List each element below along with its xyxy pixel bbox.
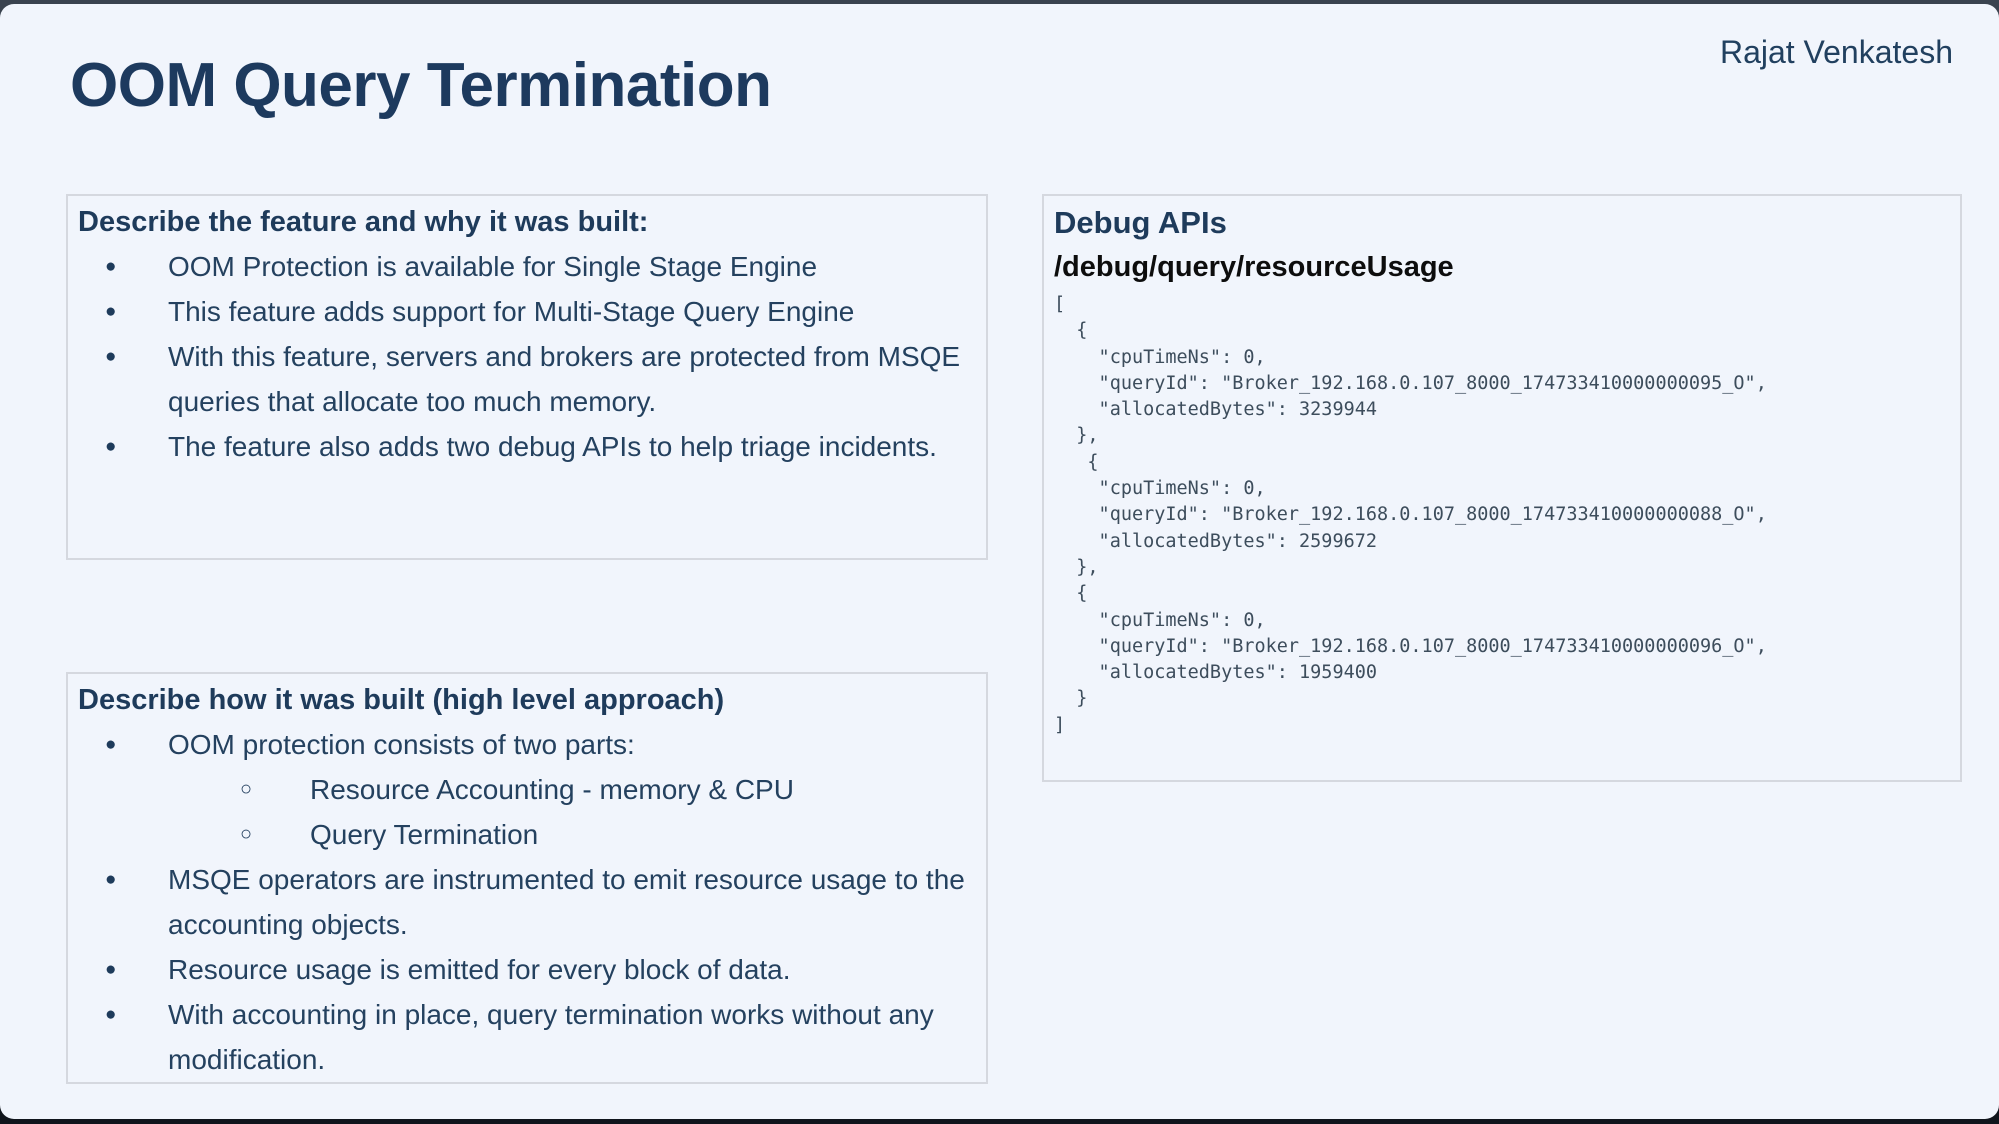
bullet-item: ● MSQE operators are instrumented to emit… [78,857,976,947]
debug-apis-heading: Debug APIs [1054,205,1227,240]
bullet-icon: ● [105,346,117,367]
bullet-item: ● With accounting in place, query termina… [78,992,976,1082]
resource-usage-json: [ { "cpuTimeNs": 0, "queryId": "Broker_1… [1054,294,1767,736]
sub-bullet-icon: ○ [240,823,253,845]
bullet-item: ● With this feature, servers and brokers … [78,334,976,424]
page-title: OOM Query Termination [70,51,772,120]
bullet-text: This feature adds support for Multi-Stag… [168,296,855,327]
sub-bullet-item: ○ Resource Accounting - memory & CPU [78,767,976,812]
bullet-text: With this feature, servers and brokers a… [168,341,961,417]
bullet-item: ● OOM protection consists of two parts: [78,722,976,767]
approach-box-heading: Describe how it was built (high level ap… [78,684,725,716]
bullet-text: MSQE operators are instrumented to emit … [168,864,965,940]
bullet-item: ● The feature also adds two debug APIs to… [78,424,976,469]
approach-bullet-list: ● OOM protection consists of two parts: ○ R… [78,722,976,1082]
feature-box: Describe the feature and why it was buil… [66,194,988,560]
bullet-icon: ● [105,301,117,322]
bullet-icon: ● [105,436,117,457]
sub-bullet-icon: ○ [240,778,253,800]
approach-box: Describe how it was built (high level ap… [66,672,988,1084]
debug-endpoint-path: /debug/query/resourceUsage [1054,251,1454,283]
bullet-text: Resource usage is emitted for every bloc… [168,954,791,985]
feature-bullet-list: ● OOM Protection is available for Single … [78,244,976,469]
sub-bullet-text: Query Termination [310,819,539,850]
slide: Rajat Venkatesh OOM Query Termination De… [0,4,1999,1119]
bullet-icon: ● [105,959,117,980]
bullet-text: OOM Protection is available for Single S… [168,251,818,282]
bullet-icon: ● [105,256,117,277]
bullet-icon: ● [105,1004,117,1025]
feature-box-heading: Describe the feature and why it was buil… [78,206,649,238]
sub-bullet-item: ○ Query Termination [78,812,976,857]
bullet-item: ● OOM Protection is available for Single … [78,244,976,289]
bullet-icon: ● [105,734,117,755]
bullet-text: With accounting in place, query terminat… [168,999,934,1075]
bullet-icon: ● [105,869,117,890]
bullet-text: The feature also adds two debug APIs to … [168,431,937,462]
bullet-item: ● Resource usage is emitted for every blo… [78,947,976,992]
debug-apis-box: Debug APIs /debug/query/resourceUsage [ … [1042,194,1962,782]
sub-bullet-text: Resource Accounting - memory & CPU [310,774,794,805]
bullet-text: OOM protection consists of two parts: [168,729,635,760]
bullet-item: ● This feature adds support for Multi-Sta… [78,289,976,334]
author-name: Rajat Venkatesh [1719,34,1953,70]
